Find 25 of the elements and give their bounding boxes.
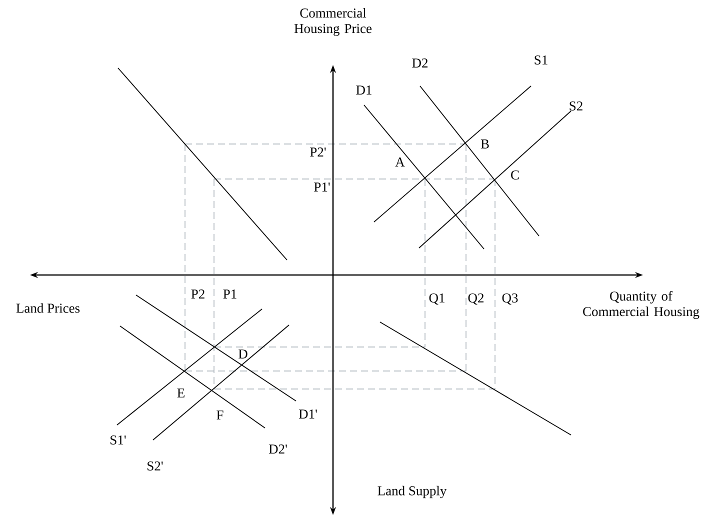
axis-label: Commercial Housing Price bbox=[294, 8, 372, 36]
curve-label: D2 bbox=[412, 58, 428, 68]
point-label: E bbox=[177, 388, 184, 398]
point-label: C bbox=[511, 170, 519, 180]
curve-label: S2 bbox=[570, 101, 582, 111]
curve-label: S1' bbox=[110, 435, 126, 445]
tick-label: Q3 bbox=[502, 293, 518, 305]
curve-label: S2' bbox=[148, 461, 163, 471]
tick-label: P2 bbox=[191, 290, 204, 298]
point-label: F bbox=[216, 410, 224, 420]
axis-label: Land Supply bbox=[378, 486, 447, 498]
axis-label: Quantity of Commercial Housing bbox=[583, 291, 700, 319]
point-label: D bbox=[238, 350, 248, 358]
point-label: B bbox=[480, 140, 489, 148]
curve-label: D2' bbox=[268, 444, 287, 454]
curve-label: S1 bbox=[534, 55, 548, 65]
curve-label: D1 bbox=[356, 86, 372, 94]
tick-label: Q2 bbox=[468, 293, 484, 305]
tick-label: Q1 bbox=[429, 293, 444, 305]
tick-label: P2' bbox=[310, 148, 326, 156]
axis-label: Land Prices bbox=[16, 303, 80, 313]
tick-label: P1' bbox=[314, 182, 330, 192]
curve-label: D1' bbox=[298, 410, 317, 418]
point-label: A bbox=[395, 158, 405, 166]
tick-label: P1 bbox=[223, 290, 236, 298]
